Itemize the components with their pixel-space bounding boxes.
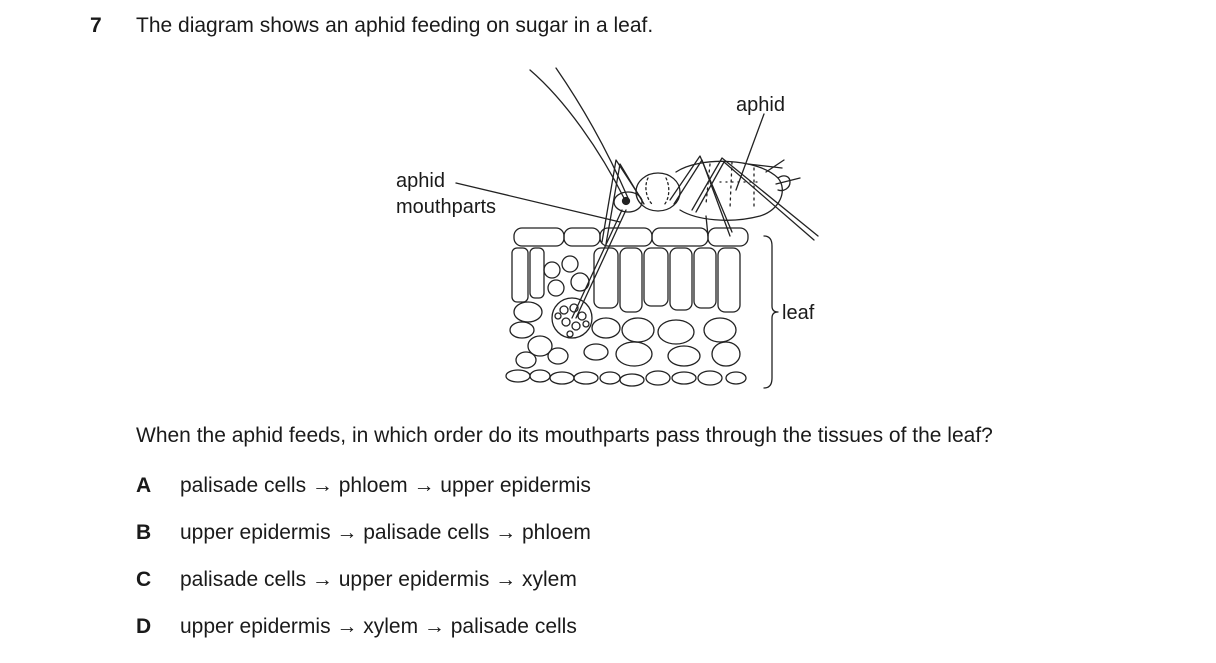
option-letter: C	[136, 568, 152, 591]
option-a[interactable]: A palisade cells → phloem → upper epider…	[136, 472, 591, 500]
aphid-eye	[621, 196, 631, 206]
option-letter: A	[136, 474, 152, 497]
aphid-leg	[669, 155, 733, 233]
option-text: palisade cells → phloem → upper epidermi…	[180, 474, 591, 497]
question-number: 7	[90, 14, 102, 37]
aphid-leaf-diagram: aphid aphid mouthparts leaf	[380, 60, 840, 400]
label-mouthparts-line2: mouthparts	[396, 196, 497, 218]
option-c[interactable]: C palisade cells → upper epidermis → xyl…	[136, 566, 577, 594]
aphid-thorax	[635, 172, 681, 212]
label-leaf: leaf	[782, 302, 815, 324]
mouthparts-leader-line	[455, 182, 621, 223]
leaf-cross-section	[505, 227, 749, 387]
leaf-brace	[763, 235, 779, 389]
label-aphid: aphid	[736, 94, 785, 116]
option-letter: B	[136, 521, 152, 544]
aphid-stylet	[571, 209, 623, 319]
question-prompt: When the aphid feeds, in which order do …	[136, 424, 993, 447]
question-stem: The diagram shows an aphid feeding on su…	[136, 14, 654, 37]
aphid-antenna	[555, 67, 629, 199]
aphid-leaf-drawing	[455, 67, 819, 389]
option-text: upper epidermis → palisade cells → phloe…	[180, 521, 591, 544]
aphid-leader-line	[735, 113, 765, 191]
aphid-antenna	[529, 69, 626, 201]
aphid-leg	[691, 157, 819, 237]
aphid-abdomen	[675, 160, 783, 221]
label-mouthparts-line1: aphid	[396, 170, 445, 192]
option-text: palisade cells → upper epidermis → xylem	[180, 568, 577, 591]
option-text: upper epidermis → xylem → palisade cells	[180, 615, 577, 638]
option-letter: D	[136, 615, 152, 638]
option-b[interactable]: B upper epidermis → palisade cells → phl…	[136, 519, 591, 547]
option-d[interactable]: D upper epidermis → xylem → palisade cel…	[136, 613, 577, 641]
